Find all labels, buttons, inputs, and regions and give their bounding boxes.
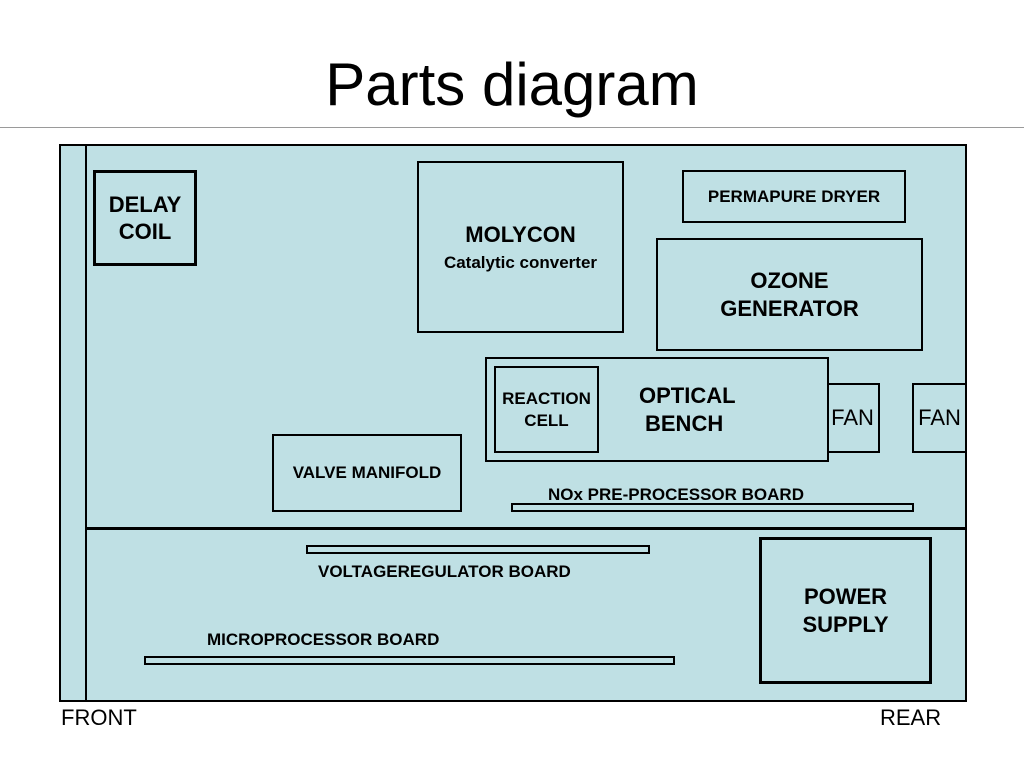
reaction-cell-box: REACTION CELL: [494, 366, 599, 453]
chassis-outline: [59, 144, 967, 702]
delay-coil-label-2: COIL: [118, 219, 172, 244]
permapure-dryer-box: PERMAPURE DRYER: [682, 170, 906, 223]
front-panel-strip: [85, 144, 87, 700]
power-supply-label-1: POWER: [803, 584, 888, 609]
micro-board-bar: [144, 656, 675, 665]
valve-manifold-box: VALVE MANIFOLD: [272, 434, 462, 512]
nox-board-bar: [511, 503, 914, 512]
title-divider: [0, 127, 1024, 128]
permapure-dryer-label: PERMAPURE DRYER: [707, 186, 881, 206]
optical-bench-box: OPTICAL BENCH: [485, 357, 829, 462]
delay-coil-box: DELAY COIL: [93, 170, 197, 266]
fan-2-box: FAN: [912, 383, 965, 453]
ozone-generator-label-1: OZONE: [750, 268, 829, 293]
delay-coil-label-1: DELAY: [108, 191, 182, 217]
micro-board-label: MICROPROCESSOR BOARD: [207, 630, 440, 649]
power-supply-label-2: SUPPLY: [802, 611, 889, 637]
valve-manifold-label: VALVE MANIFOLD: [292, 463, 442, 483]
ozone-generator-box: OZONE GENERATOR: [656, 238, 923, 351]
fan-1-box: FAN: [827, 383, 880, 453]
voltage-board-label: VOLTAGEREGULATOR BOARD: [318, 562, 571, 581]
molycon-sublabel: Catalytic converter: [443, 253, 598, 273]
molycon-label: MOLYCON: [465, 221, 576, 247]
ozone-generator-label-2: GENERATOR: [720, 295, 859, 321]
optical-bench-label-2: BENCH: [645, 410, 724, 436]
reaction-cell-label-2: CELL: [524, 410, 569, 430]
nox-board-label: NOx PRE-PROCESSOR BOARD: [548, 485, 804, 504]
chassis-divider: [85, 527, 965, 530]
fan-2-label: FAN: [918, 405, 961, 431]
fan-1-label: FAN: [831, 405, 874, 431]
reaction-cell-label-1: REACTION: [502, 389, 591, 409]
molycon-box: MOLYCON Catalytic converter: [417, 161, 624, 333]
voltage-board-bar: [306, 545, 650, 554]
optical-bench-label-1: OPTICAL: [639, 383, 736, 408]
rear-label: REAR: [880, 705, 942, 730]
power-supply-box: POWER SUPPLY: [759, 537, 932, 684]
front-label: FRONT: [61, 705, 137, 730]
page-title: Parts diagram: [325, 51, 699, 118]
